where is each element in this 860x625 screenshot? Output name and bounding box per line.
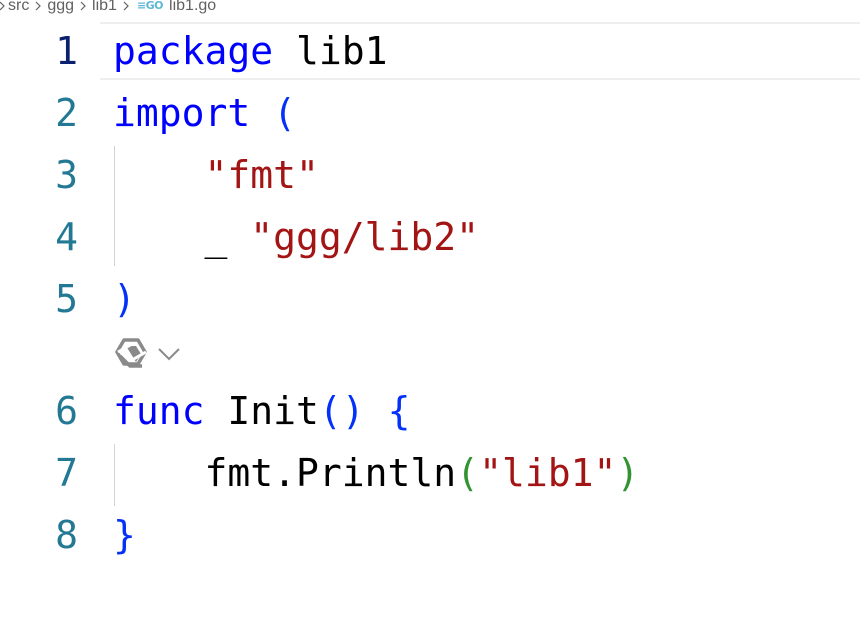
chevron-right-icon [0, 0, 8, 13]
bracket-token: ) [616, 451, 640, 495]
chevron-right-icon [31, 0, 45, 13]
code-text[interactable]: func Init() { [113, 380, 410, 442]
breadcrumb-item-lib1[interactable]: lib1 [92, 0, 117, 14]
code-line[interactable]: 7 fmt.Println("lib1") [0, 442, 860, 504]
code-text[interactable]: "fmt" [113, 144, 319, 206]
indent-guide [114, 444, 115, 506]
code-text[interactable]: ) [113, 268, 136, 330]
line-number: 3 [55, 153, 78, 197]
code-line[interactable]: 2 import ( [0, 82, 860, 144]
breadcrumb: src ggg lib1 ≡GO lib1.go [0, 0, 860, 18]
string-token: "fmt" [204, 153, 319, 197]
breadcrumb-item-file[interactable]: lib1.go [169, 0, 217, 14]
go-file-icon: ≡GO [136, 0, 164, 12]
line-number: 6 [55, 389, 78, 433]
code-text[interactable]: package lib1 [113, 20, 388, 82]
chevron-right-icon [119, 0, 133, 13]
tongyi-lingma-icon[interactable] [112, 334, 152, 378]
whitespace-token [365, 389, 388, 433]
line-number: 1 [55, 29, 78, 73]
line-number: 4 [55, 215, 78, 259]
whitespace-token [113, 153, 205, 197]
identifier-token: Init [204, 389, 319, 433]
code-line[interactable]: 5 ) [0, 268, 860, 330]
keyword-token: package [113, 29, 274, 73]
identifier-token: lib1 [273, 29, 388, 73]
code-editor[interactable]: 1 package lib1 2 import ( 3 "fmt" 4 _ "g… [0, 22, 860, 625]
code-line[interactable]: 8 } [0, 504, 860, 566]
line-number: 7 [55, 451, 78, 495]
indent-guide [114, 146, 115, 266]
code-line[interactable]: 3 "fmt" [0, 144, 860, 206]
keyword-token: import [113, 91, 251, 135]
breadcrumb-item-ggg[interactable]: ggg [47, 0, 75, 14]
code-line[interactable]: 6 func Init() { [0, 380, 860, 442]
string-token: "lib1" [479, 451, 617, 495]
code-line[interactable]: 4 _ "ggg/lib2" [0, 206, 860, 268]
string-token: "ggg/lib2" [250, 215, 480, 259]
code-text[interactable]: _ "ggg/lib2" [113, 206, 480, 268]
blank-identifier-token: _ [113, 215, 251, 259]
bracket-token: } [113, 513, 136, 557]
line-number: 2 [55, 91, 78, 135]
breadcrumb-item-src[interactable]: src [8, 0, 30, 14]
identifier-token: fmt.Println [113, 451, 457, 495]
current-line-highlight [100, 22, 860, 80]
chevron-right-icon [76, 0, 90, 13]
bracket-token: ( [273, 91, 297, 135]
bracket-token: ) [113, 277, 136, 321]
codelens[interactable] [112, 336, 182, 376]
bracket-token: () [318, 389, 365, 433]
whitespace-token [250, 91, 273, 135]
line-number: 8 [55, 513, 78, 557]
bracket-token: ( [456, 451, 480, 495]
keyword-token: func [113, 389, 205, 433]
code-text[interactable]: fmt.Println("lib1") [113, 442, 640, 504]
code-text[interactable]: import ( [113, 82, 296, 144]
code-text[interactable]: } [113, 504, 136, 566]
code-line[interactable]: 1 package lib1 [0, 20, 860, 82]
bracket-token: { [387, 389, 411, 433]
line-number: 5 [55, 277, 78, 321]
chevron-down-icon[interactable] [156, 341, 182, 371]
